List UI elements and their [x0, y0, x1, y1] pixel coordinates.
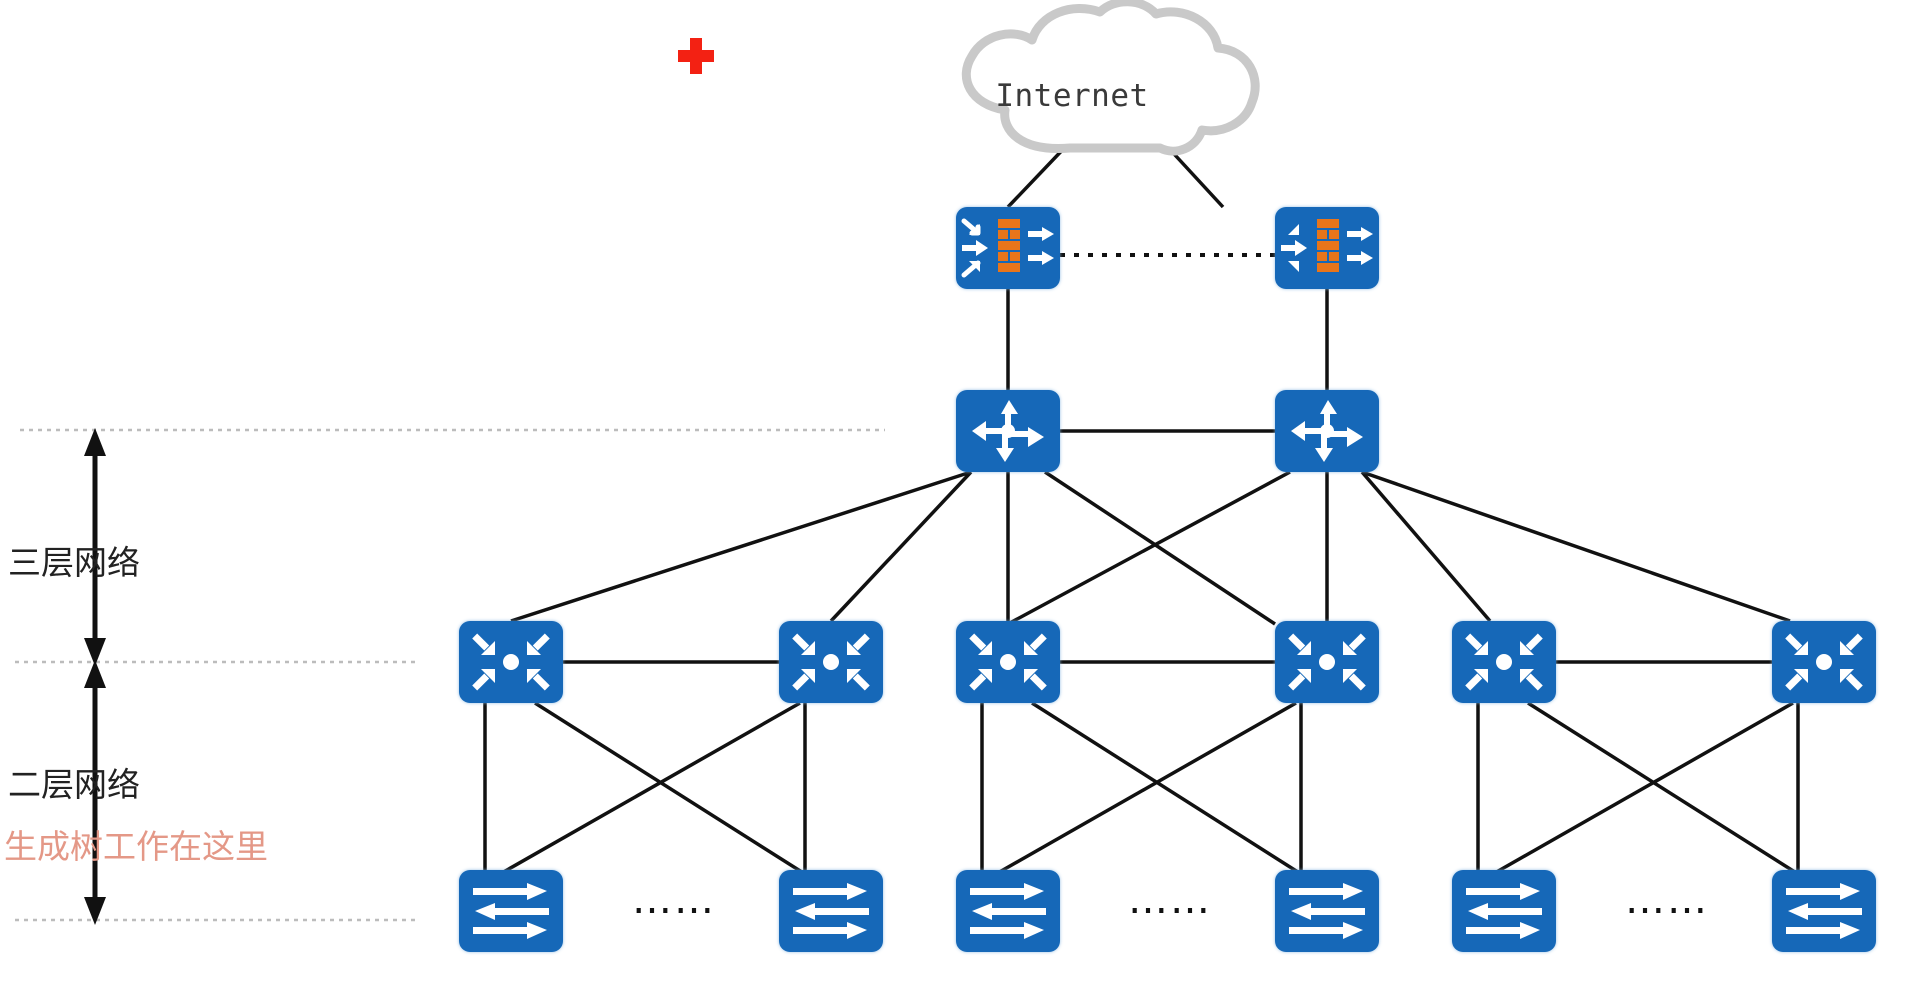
aggregation-switch-5[interactable]: [1452, 621, 1556, 703]
internet-cloud-shape: [961, 0, 1260, 156]
layer2-span-arrow: [84, 660, 106, 925]
firewall-left[interactable]: [956, 207, 1060, 289]
access-switch-2[interactable]: [779, 870, 883, 952]
access-switch-3[interactable]: [956, 870, 1060, 952]
zone-label-layer3: 三层网络: [8, 543, 140, 582]
layer3-span-arrow: [84, 428, 106, 666]
ellipsis-pod-3: ……: [1625, 877, 1709, 923]
links-core-aggregation: [510, 470, 1791, 626]
core-router-left[interactable]: [956, 390, 1060, 472]
links-firewall-core: [1006, 289, 1329, 390]
zone-label-layer2: 二层网络: [8, 765, 140, 804]
red-cross-icon: [676, 36, 716, 81]
links-pod-3: [1476, 701, 1800, 876]
access-switch-4[interactable]: [1275, 870, 1379, 952]
internet-label: Internet: [995, 78, 1149, 114]
ellipsis-pod-2: ……: [1128, 877, 1212, 923]
aggregation-switch-3[interactable]: [956, 621, 1060, 703]
aggregation-switch-1[interactable]: [459, 621, 563, 703]
access-switch-6[interactable]: [1772, 870, 1876, 952]
access-switch-1[interactable]: [459, 870, 563, 952]
links-pod-1: [483, 701, 807, 876]
ellipsis-pod-1: ……: [632, 877, 716, 923]
aggregation-switch-6[interactable]: [1772, 621, 1876, 703]
firewall-right[interactable]: [1275, 207, 1379, 289]
access-switch-5[interactable]: [1452, 870, 1556, 952]
aggregation-switch-4[interactable]: [1275, 621, 1379, 703]
zone-label-stp-note: 生成树工作在这里: [4, 827, 268, 866]
links-pod-2: [980, 701, 1303, 876]
aggregation-switch-2[interactable]: [779, 621, 883, 703]
core-router-right[interactable]: [1275, 390, 1379, 472]
